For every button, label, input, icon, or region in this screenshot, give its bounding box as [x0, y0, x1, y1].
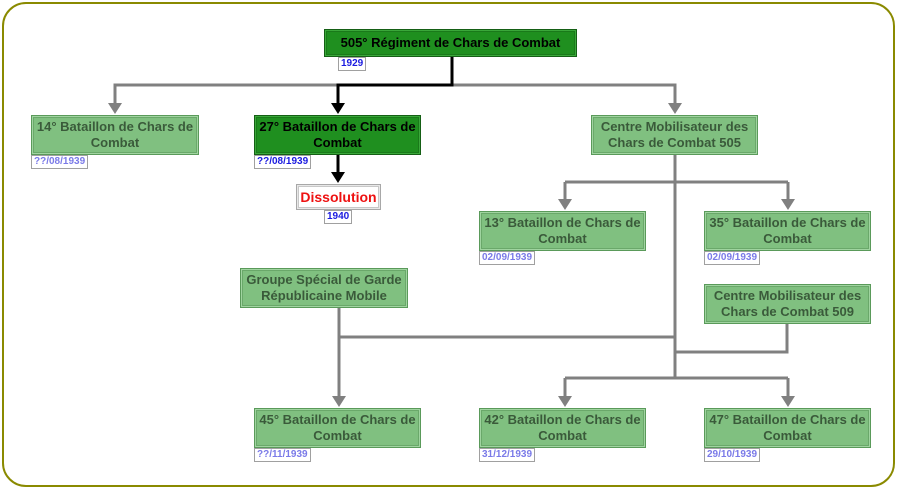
node-bcc-14[interactable]: 14° Bataillon de Chars de Combat [31, 115, 199, 155]
node-bcc-45[interactable]: 45° Bataillon de Chars de Combat [254, 408, 421, 448]
node-label: Centre Mobilisateur des Chars de Combat … [713, 288, 862, 319]
arrow-to-centre505 [668, 103, 682, 114]
node-label: 35° Bataillon de Chars de Combat [709, 215, 866, 246]
arrow-to-13 [558, 199, 572, 210]
node-label: 45° Bataillon de Chars de Combat [259, 412, 416, 443]
arrow-to-27 [331, 103, 345, 114]
arrow-to-14 [108, 103, 122, 114]
arrow-to-dissolution [331, 172, 345, 183]
arrow-to-45 [332, 396, 346, 407]
node-date: 02/09/1939 [704, 251, 761, 265]
link-505-to-centre505 [452, 83, 677, 106]
node-date: ??/11/1939 [254, 448, 311, 462]
node-date: 1929 [338, 57, 367, 71]
node-centre-509[interactable]: Centre Mobilisateur des Chars de Combat … [704, 284, 871, 324]
link-505-to-14 [113, 83, 338, 106]
node-date: ??/08/1939 [31, 155, 89, 169]
arrow-to-42 [558, 396, 572, 407]
node-bcc-35[interactable]: 35° Bataillon de Chars de Combat [704, 211, 871, 251]
arrow-to-47 [781, 396, 795, 407]
node-label: 47° Bataillon de Chars de Combat [709, 412, 866, 443]
node-date: 29/10/1939 [704, 448, 761, 462]
node-gsrm[interactable]: Groupe Spécial de Garde Républicaine Mob… [240, 268, 408, 308]
arrow-to-35 [781, 199, 795, 210]
node-label: Dissolution [300, 189, 377, 205]
node-date: 31/12/1939 [479, 448, 536, 462]
node-label: 13° Bataillon de Chars de Combat [484, 215, 641, 246]
node-label: 505° Régiment de Chars de Combat [340, 35, 561, 50]
link-505-to-27 [336, 57, 454, 106]
node-date: ??/08/1939 [254, 155, 312, 169]
diagram-frame [2, 2, 895, 487]
node-bcc-13[interactable]: 13° Bataillon de Chars de Combat [479, 211, 646, 251]
node-bcc-27[interactable]: 27° Bataillon de Chars de Combat [254, 115, 421, 155]
node-label: 42° Bataillon de Chars de Combat [484, 412, 641, 443]
node-label: 27° Bataillon de Chars de Combat [259, 119, 416, 150]
link-centre509-join [675, 324, 789, 354]
node-date: 1940 [324, 210, 353, 224]
node-bcc-42[interactable]: 42° Bataillon de Chars de Combat [479, 408, 646, 448]
node-centre-505[interactable]: Centre Mobilisateur des Chars de Combat … [591, 115, 758, 155]
node-label: Centre Mobilisateur des Chars de Combat … [600, 119, 749, 150]
node-regiment-505[interactable]: 505° Régiment de Chars de Combat [324, 29, 577, 57]
node-date: 02/09/1939 [479, 251, 536, 265]
node-label: 14° Bataillon de Chars de Combat [36, 119, 194, 150]
node-bcc-47[interactable]: 47° Bataillon de Chars de Combat [704, 408, 871, 448]
node-label: Groupe Spécial de Garde Républicaine Mob… [246, 272, 402, 303]
node-dissolution[interactable]: Dissolution [296, 184, 381, 210]
